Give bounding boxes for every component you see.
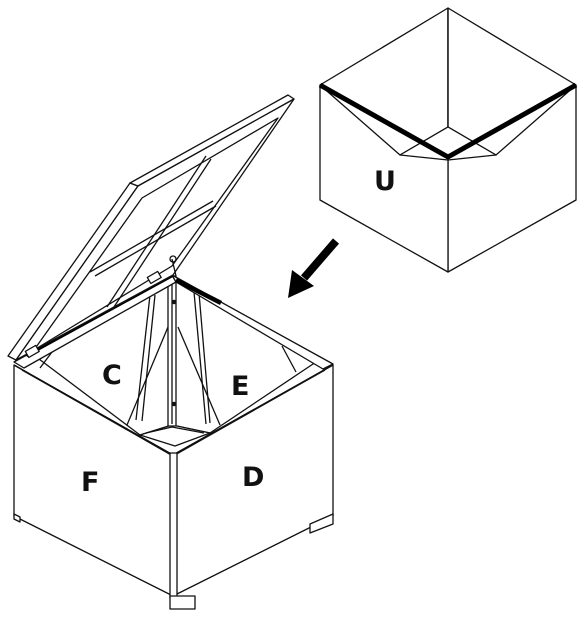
panel-label-back-right: E	[231, 371, 249, 402]
storage-box	[13, 273, 334, 610]
liner-inner-floor	[399, 126, 497, 161]
hinged-lid	[7, 94, 295, 361]
lid-support-struts	[39, 291, 297, 426]
panel-label-front-right: D	[242, 462, 264, 493]
lid-glazing	[33, 117, 279, 351]
panel-label-front-left: F	[81, 467, 99, 498]
front-corner-post	[169, 452, 178, 599]
liner-insert	[318, 7, 578, 273]
insert-arrow-icon	[288, 238, 340, 298]
liner-label: U	[374, 166, 396, 197]
lid-frame	[15, 98, 295, 361]
liner-rim	[318, 82, 578, 160]
foot-right	[309, 513, 334, 534]
panel-label-back-left: C	[102, 360, 122, 391]
foot-front	[169, 595, 196, 610]
foot-left	[13, 513, 21, 523]
